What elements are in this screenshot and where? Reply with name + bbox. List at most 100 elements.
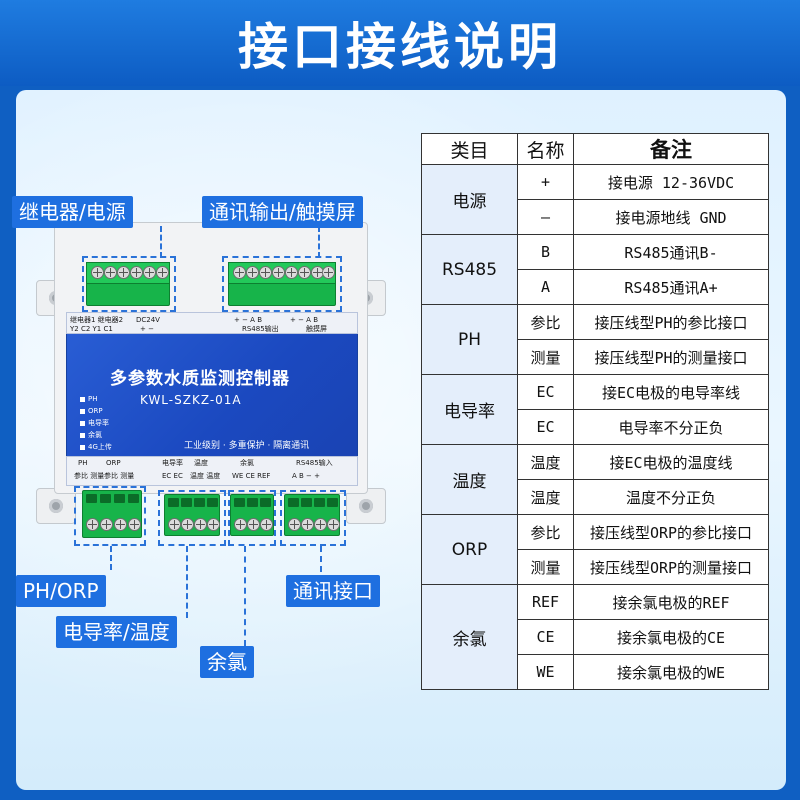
- screw: [86, 518, 99, 531]
- table-cell-name: —: [517, 199, 574, 235]
- chlorine-highlight: [228, 490, 276, 546]
- device-faceplate: [66, 312, 358, 458]
- led-orp: ORP: [80, 405, 112, 417]
- screw: [194, 518, 207, 531]
- table-cell-note: RS485通讯B-: [573, 234, 769, 270]
- led-dot: [80, 420, 85, 426]
- chlorine-pins-label: WE CE REF: [232, 472, 271, 480]
- power-label: DC24V: [136, 316, 160, 324]
- relay-power-highlight: [82, 256, 176, 312]
- table-row: —接电源地线 GND: [422, 199, 769, 235]
- table-cell-category: RS485: [421, 234, 518, 305]
- rs485-out-label: RS485输出: [242, 325, 279, 333]
- callout-ph-orp: PH/ORP: [16, 575, 106, 607]
- table-cell-category: PH: [421, 304, 518, 375]
- terminal-hole: [100, 494, 111, 503]
- table-cell-note: 接EC电极的温度线: [573, 444, 769, 480]
- callout-relay-power: 继电器/电源: [12, 196, 133, 228]
- page-title: 接口接线说明: [238, 18, 562, 76]
- table-cell-name: CE: [517, 619, 574, 655]
- top-terminal-legend: [66, 312, 358, 334]
- table-cell-name: 测量: [517, 339, 574, 375]
- table-cell-name: 参比: [517, 304, 574, 340]
- ph-pins-label: 参比 测量: [74, 472, 105, 480]
- touch-label: 触摸屏: [306, 325, 327, 333]
- leader-line: [244, 546, 246, 646]
- relay-label: 继电器1 继电器2: [70, 316, 124, 324]
- table-cell-category: ORP: [421, 514, 518, 585]
- comm-touch-highlight: [222, 256, 342, 312]
- table-row: 测量接压线型ORP的测量接口: [422, 549, 769, 585]
- ph-orp-highlight: [74, 486, 146, 546]
- callout-cond-temp: 电导率/温度: [56, 616, 177, 648]
- table-cell-name: 温度: [517, 444, 574, 480]
- temp-pins-label: 温度 温度: [190, 472, 221, 480]
- table-cell-note: 接压线型ORP的测量接口: [573, 549, 769, 585]
- table-cell-name: EC: [517, 374, 574, 410]
- screw: [285, 266, 298, 279]
- screw: [247, 518, 260, 531]
- leader-line: [160, 226, 162, 258]
- screw: [143, 266, 156, 279]
- screw: [168, 518, 181, 531]
- led-label: PH: [88, 395, 98, 403]
- temp-label: 温度: [194, 459, 208, 467]
- terminal-hole: [168, 498, 179, 507]
- screw: [207, 518, 220, 531]
- table-cell-note: 接电源 12-36VDC: [573, 164, 769, 200]
- table-row: 电源+接电源 12-36VDC: [421, 164, 769, 235]
- leader-line: [110, 546, 112, 570]
- screw: [272, 266, 285, 279]
- screw: [117, 266, 130, 279]
- header-note: 备注: [573, 133, 769, 165]
- ph-label: PH: [78, 459, 88, 467]
- table-cell-category: 电源: [421, 164, 518, 235]
- callout-chlorine: 余氯: [200, 646, 254, 678]
- table-cell-category: 电导率: [421, 374, 518, 445]
- screw: [327, 518, 340, 531]
- header-category: 类目: [421, 133, 518, 165]
- screw: [104, 266, 117, 279]
- screw: [260, 518, 273, 531]
- table-cell-note: 接压线型PH的参比接口: [573, 304, 769, 340]
- led-dot: [80, 408, 85, 414]
- terminal-hole: [247, 498, 258, 507]
- table-cell-name: +: [517, 164, 574, 200]
- screw: [130, 266, 143, 279]
- chlorine-label: 余氯: [240, 459, 254, 467]
- terminal-hole: [181, 498, 192, 507]
- table-cell-note: 接余氯电极的REF: [573, 584, 769, 620]
- cond-temp-highlight: [158, 490, 226, 546]
- table-cell-note: 接余氯电极的WE: [573, 654, 769, 690]
- table-row: 温度温度不分正负: [422, 479, 769, 515]
- header-banner: 接口接线说明: [0, 0, 800, 86]
- table-cell-name: EC: [517, 409, 574, 445]
- table-cell-name: B: [517, 234, 574, 270]
- table-cell-note: 接压线型ORP的参比接口: [573, 514, 769, 550]
- rs485-in-highlight: [280, 490, 346, 546]
- screw: [114, 518, 127, 531]
- screw: [100, 518, 113, 531]
- screw: [259, 266, 272, 279]
- device-features: 工业级别 · 多重保护 · 隔离通讯: [184, 441, 310, 451]
- power-pins-label: + −: [140, 325, 154, 333]
- led-ph: PH: [80, 393, 112, 405]
- led-conductivity: 电导率: [80, 417, 112, 429]
- screw: [91, 266, 104, 279]
- terminal-hole: [114, 494, 125, 503]
- table-cell-name: A: [517, 269, 574, 305]
- led-indicators: PH ORP 电导率 余氯 4G上传: [80, 393, 112, 453]
- led-dot: [80, 444, 85, 450]
- callout-comm-touch: 通讯输出/触摸屏: [202, 196, 363, 228]
- table-cell-category: 温度: [421, 444, 518, 515]
- relay-pins-label: Y2 C2 Y1 C1: [70, 325, 113, 333]
- table-cell-note: 接压线型PH的测量接口: [573, 339, 769, 375]
- touch-pins-label: + − A B: [290, 316, 318, 324]
- screw: [128, 518, 141, 531]
- terminal-hole: [301, 498, 312, 507]
- led-chlorine: 余氯: [80, 429, 112, 441]
